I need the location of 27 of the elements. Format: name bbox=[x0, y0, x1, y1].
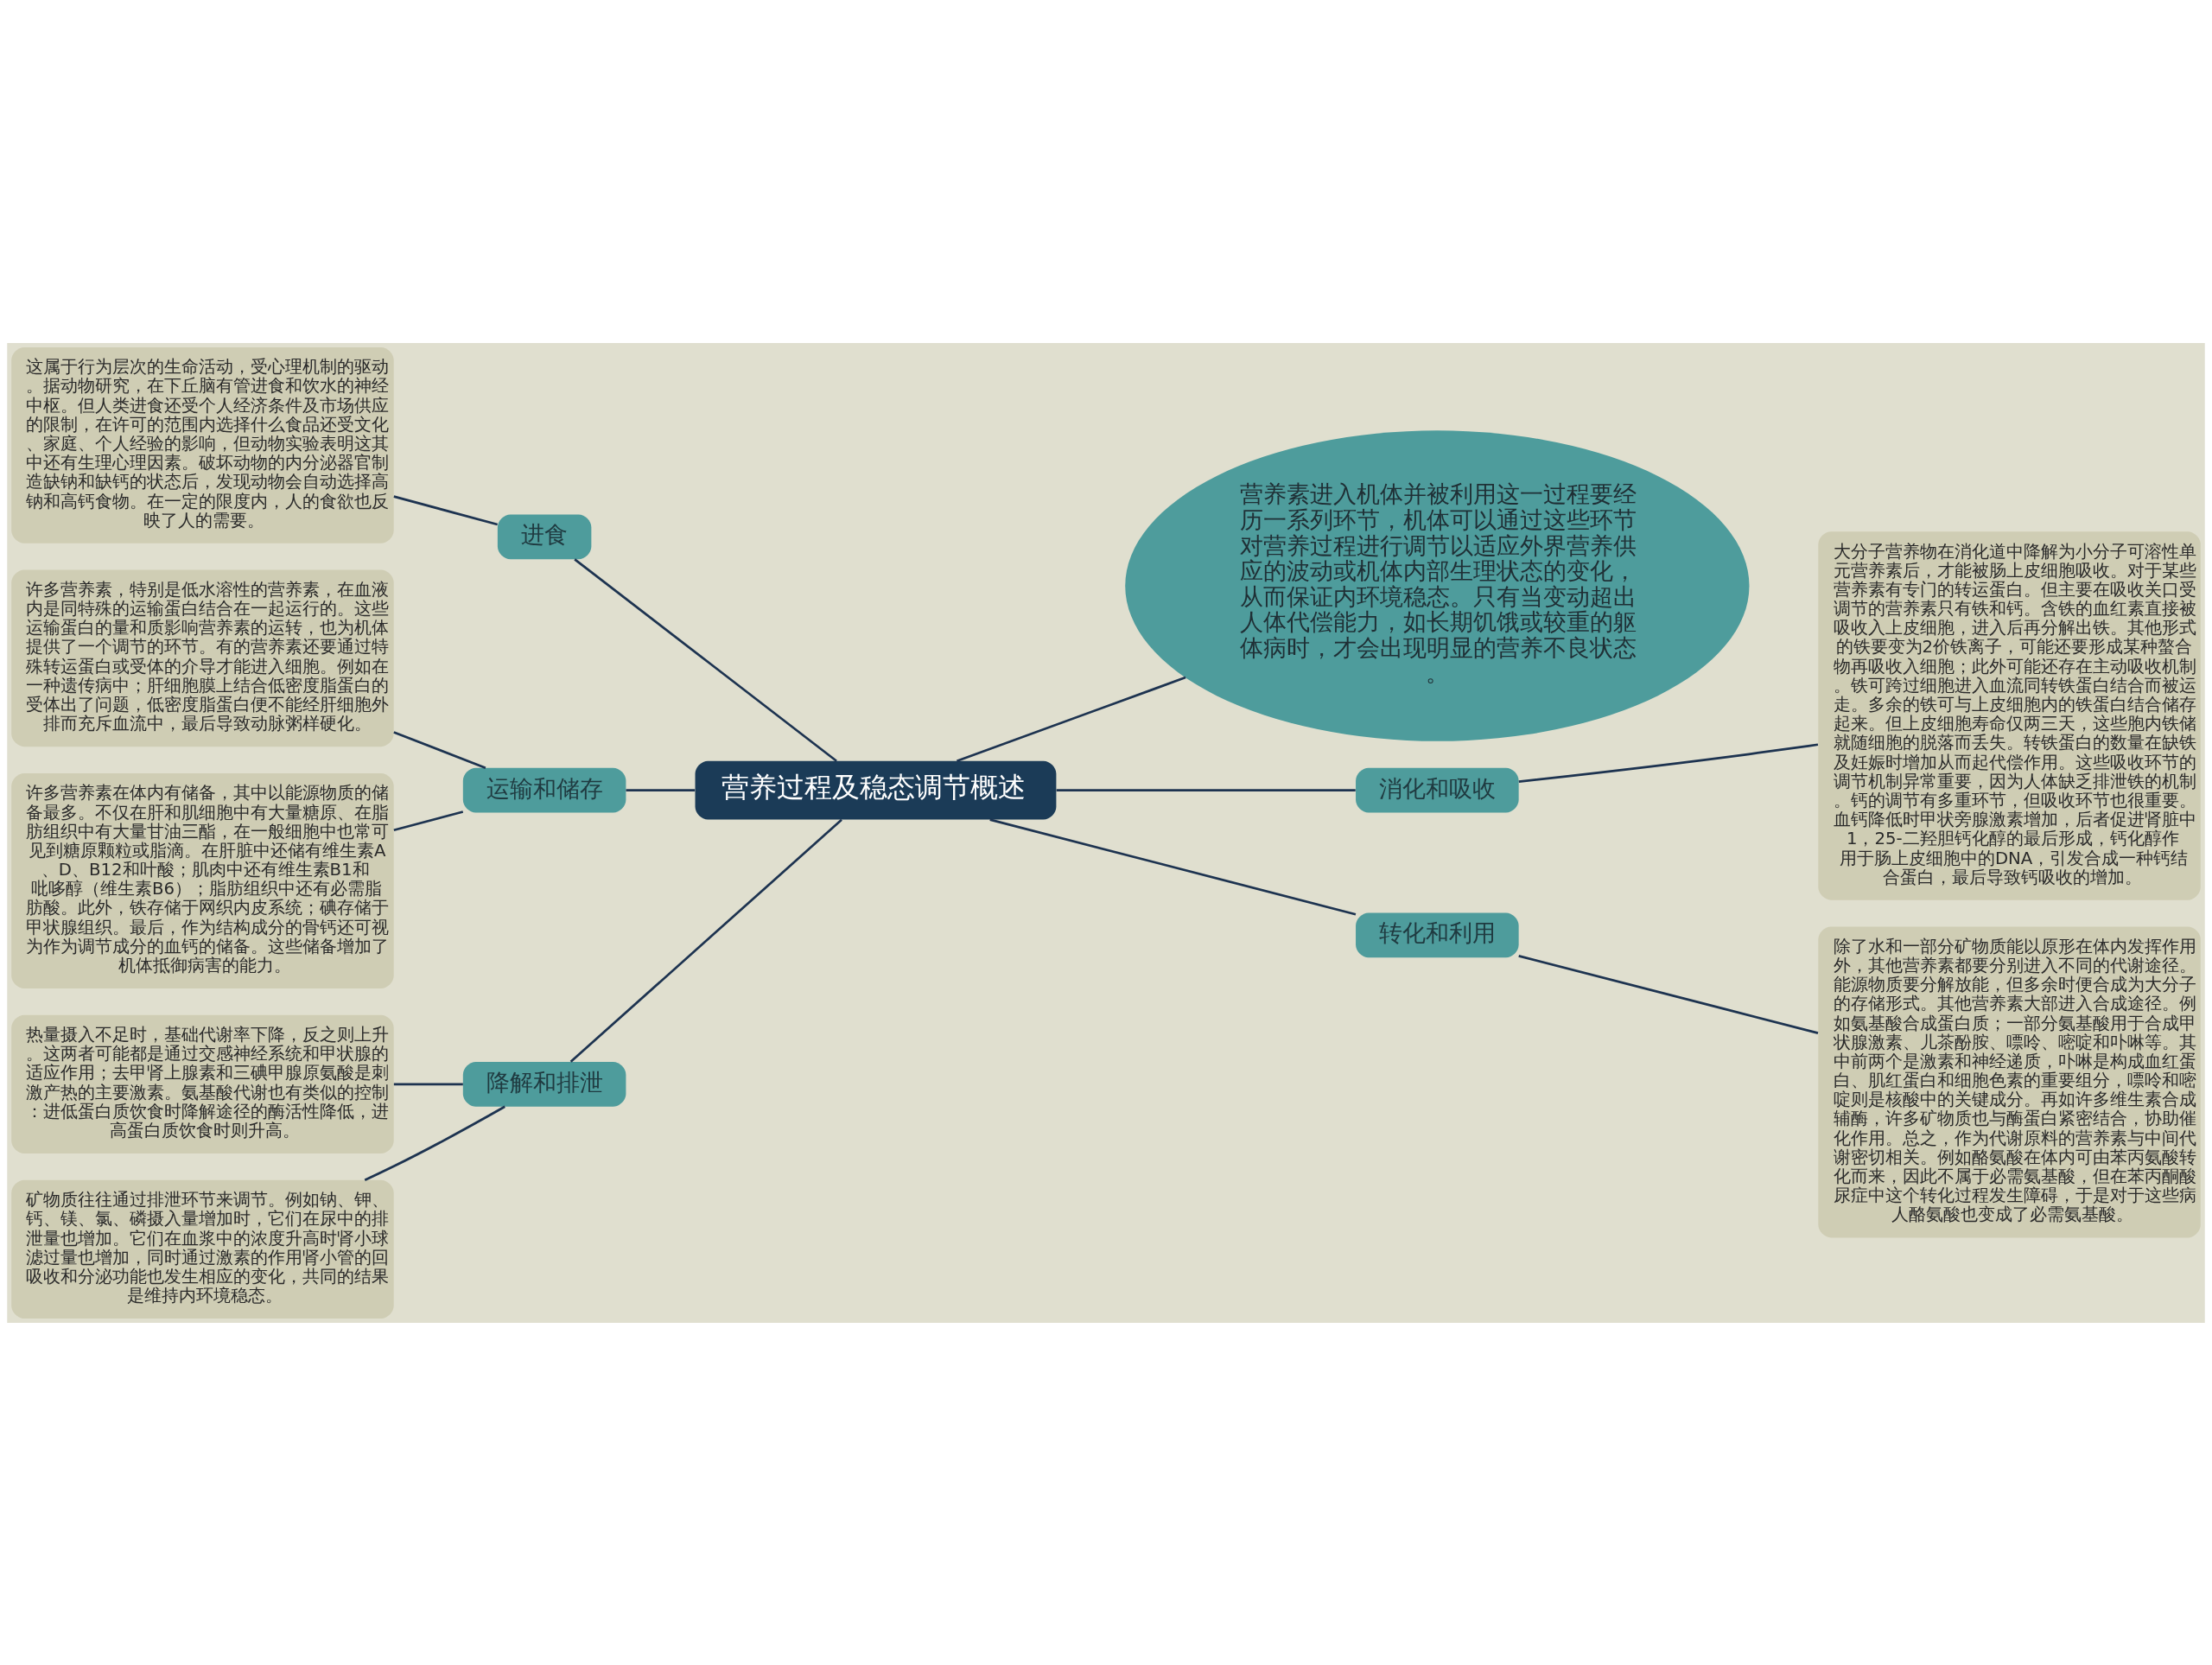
connector bbox=[393, 810, 464, 831]
node-box: 除了水和一部分矿物质能以原形在体内发挥作用外，其他营养素都要分别进入不同的代谢途径。能源物质要分解放能，但多余时便合成为大分子的存储形式。其他营养素大部进入合成途径。例如氨基酸合成蛋白质；一部分氨基酸用于合成甲状腺激素、儿茶酚胺、嘌呤、嘧啶和卟啉等。其中前两个是激素和神经递质，卟啉是构成血红蛋白、肌红蛋白和细胞色素的重要组分，嘌呤和嘧啶则是核酸中的关键成分。再如许多维生素合成辅酶，许多矿物质也与酶蛋白紧密结合，协助催化作用。总之，作为代谢原料的营养素与中间代谢密切相关。例如酪氨酸在体内可由苯丙氨酸转化而来，因此不属于必需氨基酸，但在苯丙酮酸尿症中这个转化过程发生障碍，于是对于这些病人酪氨酸也变成了必需氨基酸。 bbox=[1818, 925, 2201, 1237]
connector bbox=[569, 818, 842, 1063]
connector bbox=[393, 730, 486, 769]
connector bbox=[1056, 788, 1356, 791]
node-box: 矿物质往往通过排泄环节来调节。例如钠、钾、钙、镁、氯、磷摄入量增加时，它们在尿中的排泄量也增加。它们在血浆中的浓度升高时肾小球滤过量也增加，同时通过激素的作用肾小管的回吸收和分泌功能也发生相应的变化，共同的结果是维持内环境稳态。 bbox=[11, 1179, 394, 1319]
connector bbox=[574, 557, 837, 762]
node-box: 消化和吸收 bbox=[1356, 767, 1519, 813]
connector bbox=[626, 788, 696, 791]
node-ellipse: 营养素进入机体并被利用这一过程要经历一系列环节，机体可以通过这些环节对营养过程进行调节以适应外界营养供应的波动或机体内部生理状态的变化，从而保证内环境稳态。只有当变动超出人体代偿能力，如长期饥饿或较重的躯体病时，才会出现明显的营养不良状态。 bbox=[1125, 429, 1750, 741]
node-box: 运输和储存 bbox=[462, 767, 626, 813]
node-box: 大分子营养物在消化道中降解为小分子可溶性单元营养素后，才能被肠上皮细胞吸收。对于某些营养素有专门的转运蛋白。但主要在吸收关口受调节的营养素只有铁和钙。含铁的血红素直接被吸收入上皮细胞，进入后再分解出铁。其他形式的铁要变为2价铁离子，可能还要形成某种螯合物再吸收入细胞；此外可能还存在主动吸收机制。铁可跨过细胞进入血流同转铁蛋白结合而被运走。多余的铁可与上皮细胞内的铁蛋白结合储存起来。但上皮细胞寿命仅两三天，这些胞内铁储就随细胞的脱落而丢失。转铁蛋白的数量在缺铁及妊娠时增加从而起代偿作用。这些吸收环节的调节机制异常重要，因为人体缺乏排泄铁的机制。钙的调节有多重环节，但吸收环节也很重要。血钙降低时甲状旁腺激素增加，后者促进肾脏中1，25-二羟胆钙化醇的最后形成，钙化醇作用于肠上皮细胞中的DNA，引发合成一种钙结合蛋白，最后导致钙吸收的增加。 bbox=[1818, 531, 2201, 900]
node-box: 许多营养素在体内有储备，其中以能源物质的储备最多。不仅在肝和肌细胞中有大量糖原、在脂肪组织中有大量甘油三酯，在一般细胞中也常可见到糖原颗粒或脂滴。在肝脏中还储有维生素A、D、B12和叶酸；肌肉中还有维生素B1和吡哆醇（维生素B6）；脂肪组织中还有必需脂肪酸。此外，铁存储于网织内皮系统；碘存储于甲状腺组织。最后，作为结构成分的骨钙还可视为作为调节成分的血钙的储备。这些储备增加了机体抵御病害的能力。 bbox=[11, 772, 394, 988]
node-box: 许多营养素，特别是低水溶性的营养素，在血液内是同特殊的运输蛋白结合在一起运行的。这些运输蛋白的量和质影响营养素的运转，也为机体提供了一个调节的环节。有的营养素还要通过特殊转运蛋白或受体的介导才能进入细胞。例如在一种遗传病中；肝细胞膜上结合低密度脂蛋白的受体出了问题，低密度脂蛋白便不能经肝细胞外排而充斥血流中，最后导致动脉粥样硬化。 bbox=[11, 569, 394, 747]
connector bbox=[957, 676, 1186, 762]
connector bbox=[1518, 954, 1819, 1034]
connector bbox=[393, 1083, 463, 1085]
node-box: 进食 bbox=[497, 513, 592, 559]
node-box: 这属于行为层次的生命活动，受心理机制的驱动。据动物研究，在下丘脑有管进食和饮水的神经中枢。但人类进食还受个人经济条件及市场供应的限制，在许可的范围内选择什么食品还受文化、家庭、个人经验的影响，但动物实验表明这其中还有生理心理因素。破坏动物的内分泌器官制造缺钠和缺钙的状态后，发现动物会自动选择高钠和高钙食物。在一定的限度内，人的食欲也反映了人的需要。 bbox=[11, 346, 394, 543]
connector bbox=[1518, 742, 1819, 783]
node-box: 营养过程及稳态调节概述 bbox=[695, 760, 1057, 820]
connector bbox=[989, 817, 1357, 916]
node-box: 转化和利用 bbox=[1356, 912, 1519, 957]
node-box: 热量摄入不足时，基础代谢率下降，反之则上升。这两者可能都是通过交感神经系统和甲状腺的适应作用；去甲肾上腺素和三碘甲腺原氨酸是刺激产热的主要激素。氨基酸代谢也有类似的控制：进低蛋白质饮食时降解途径的酶活性降低，进高蛋白质饮食时则升高。 bbox=[11, 1014, 394, 1153]
connector bbox=[393, 494, 499, 525]
node-box: 降解和排泄 bbox=[462, 1061, 626, 1107]
connector bbox=[364, 1105, 505, 1181]
